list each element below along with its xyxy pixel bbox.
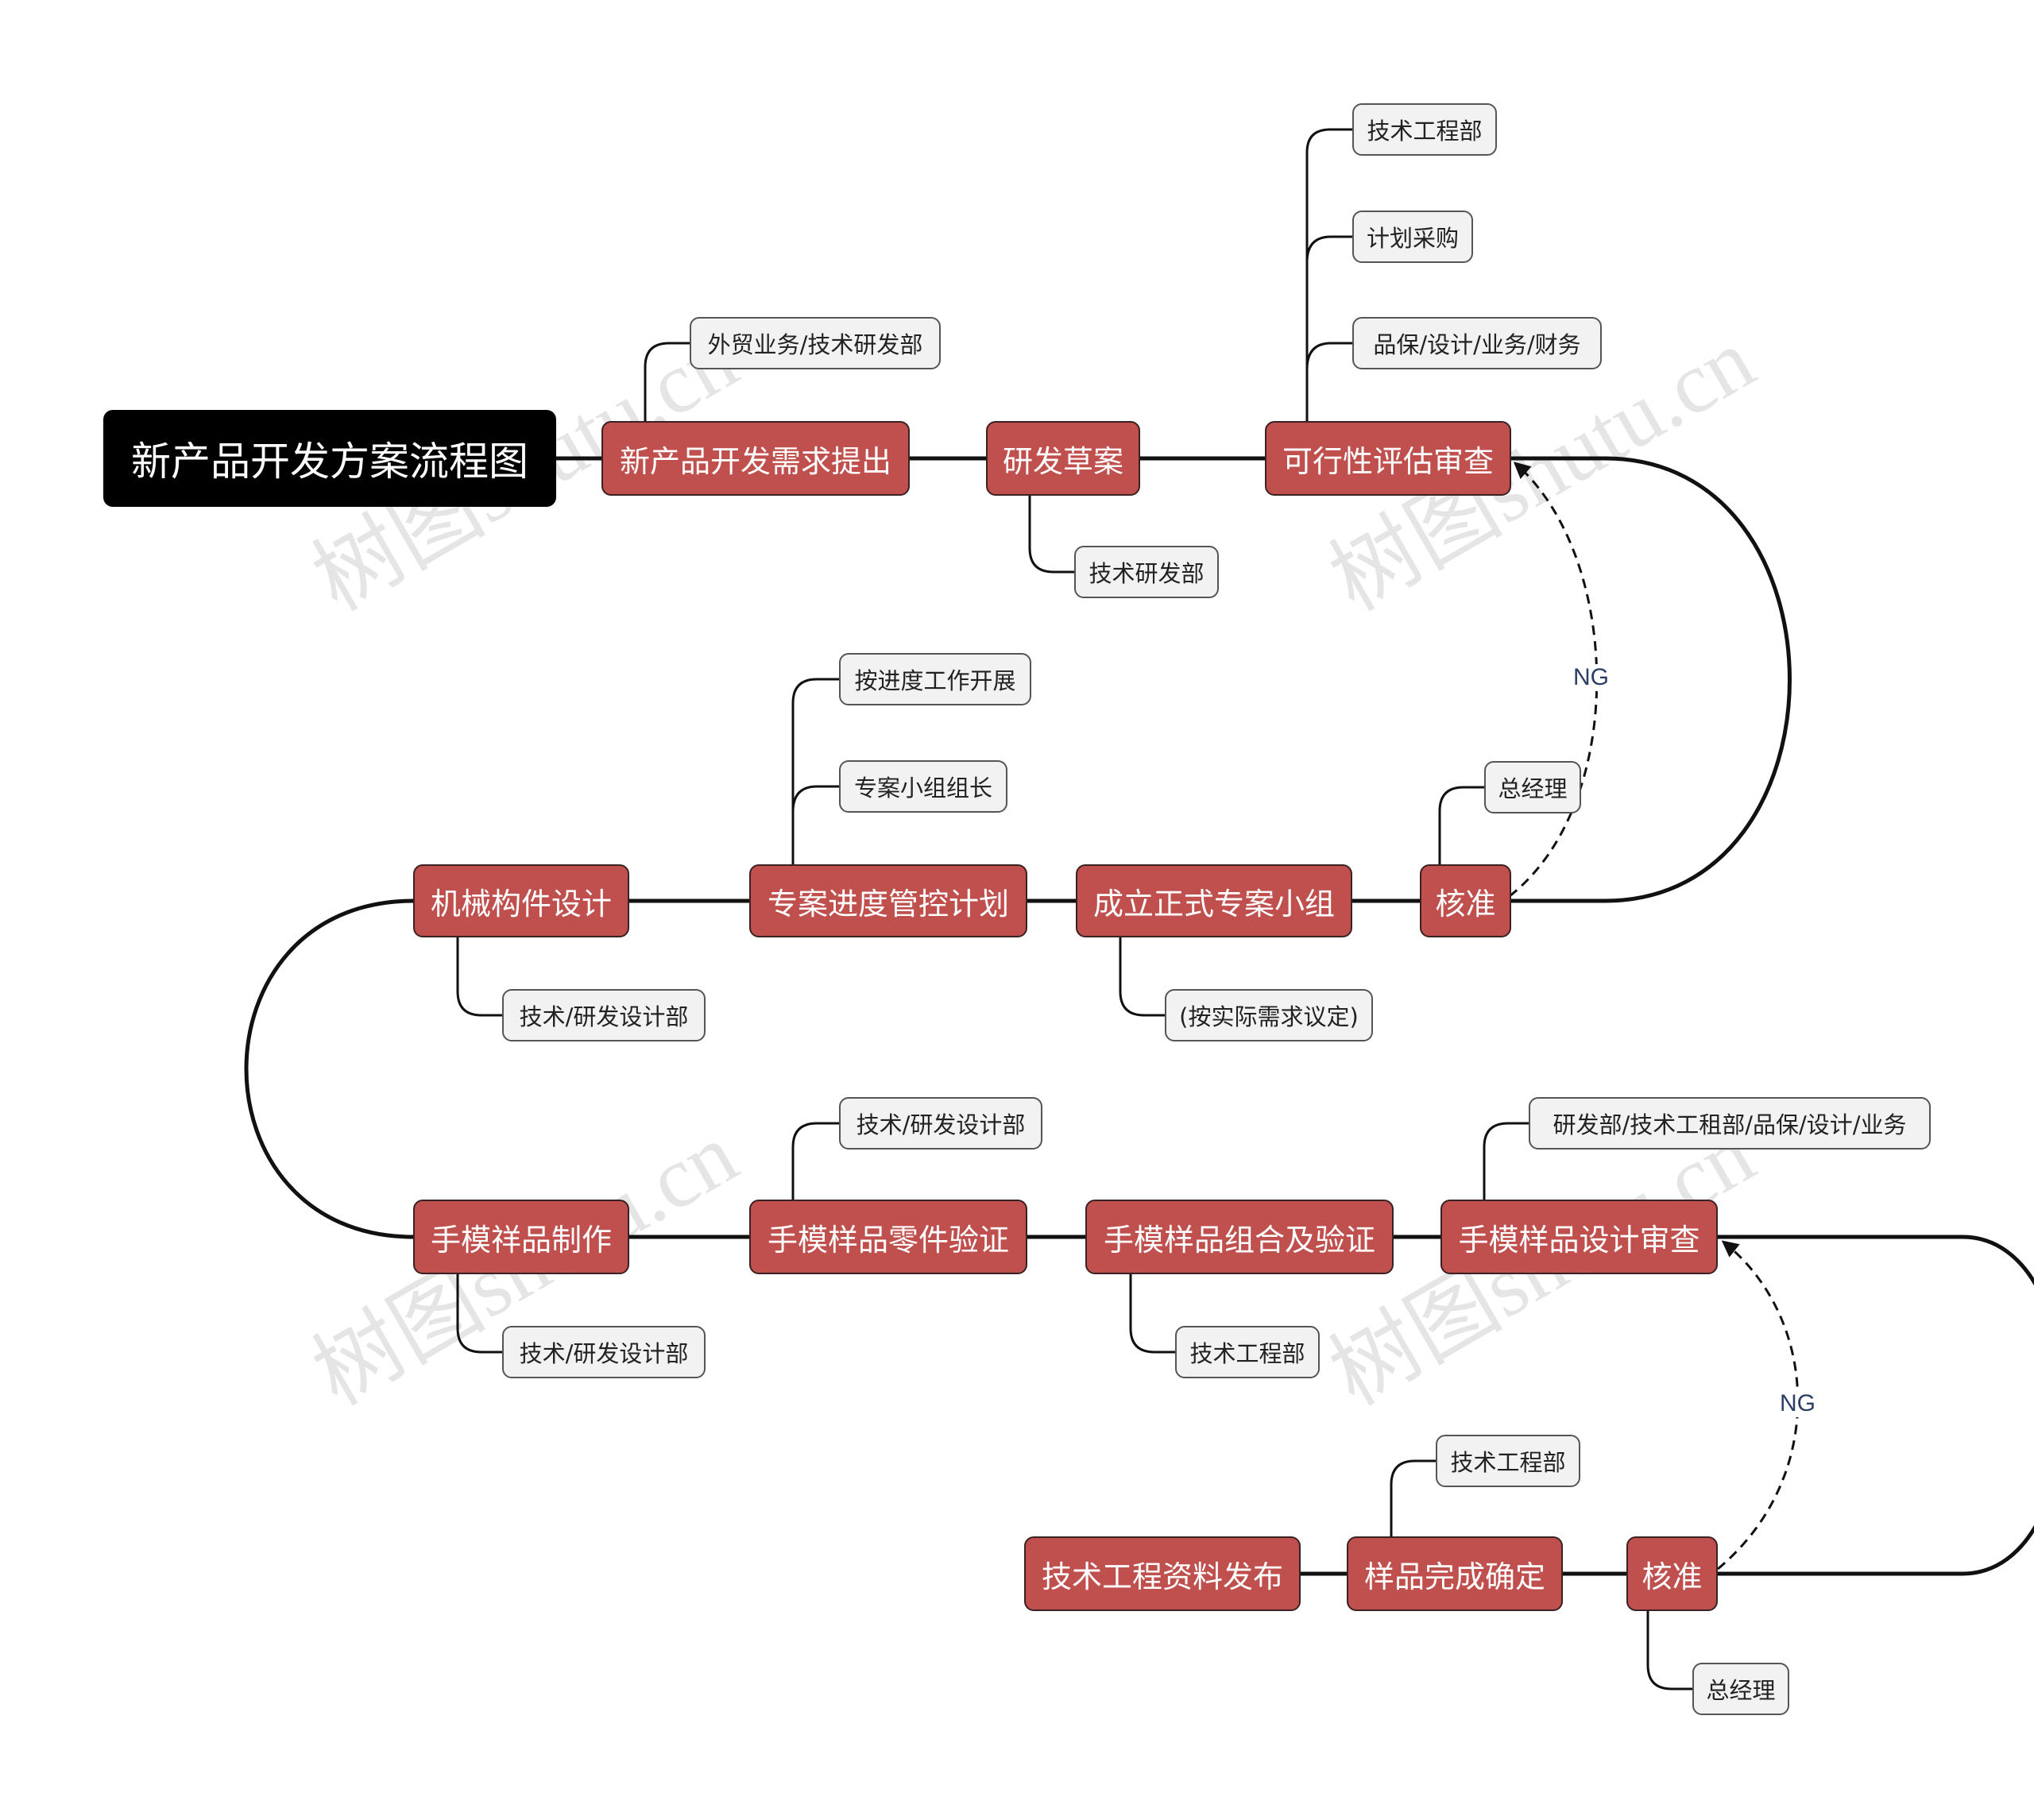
note-link-s8 [456, 1274, 502, 1354]
note-s13[interactable]: 技术工程部 [1436, 1435, 1580, 1487]
note-link-s12 [1646, 1611, 1692, 1691]
step-hand-sample-making[interactable]: 手模祥品制作 [413, 1200, 629, 1274]
note-s6-leader[interactable]: 专案小组组长 [839, 760, 1007, 813]
step-form-project-team[interactable]: 成立正式专案小组 [1076, 864, 1352, 937]
note-link-s10 [1129, 1274, 1175, 1354]
note-link-s2 [1028, 496, 1074, 574]
step-approval-2[interactable]: 核准 [1626, 1536, 1718, 1611]
note-link-s9 [791, 1122, 839, 1200]
note-s12[interactable]: 总经理 [1692, 1663, 1789, 1715]
step-sample-confirm[interactable]: 样品完成确定 [1347, 1536, 1563, 1611]
step-approval-1[interactable]: 核准 [1420, 864, 1511, 937]
note-link-s7 [456, 937, 502, 1017]
note-s10[interactable]: 技术工程部 [1175, 1326, 1320, 1378]
note-s3-tech-eng[interactable]: 技术工程部 [1352, 103, 1497, 156]
note-s11[interactable]: 研发部/技术工租部/品保/设计/业务 [1529, 1097, 1931, 1150]
note-link-s3-b [1305, 235, 1352, 263]
step-tech-doc-release[interactable]: 技术工程资料发布 [1024, 1536, 1301, 1611]
note-link-s3-c [1305, 342, 1352, 370]
ng-label: NG [1570, 664, 1612, 691]
note-s4[interactable]: 总经理 [1484, 761, 1581, 813]
step-sample-assembly-verify[interactable]: 手模样品组合及验证 [1085, 1200, 1394, 1274]
note-link-s6-b [791, 785, 839, 813]
note-link-s6-a [791, 678, 839, 864]
note-s3-purchasing[interactable]: 计划采购 [1352, 211, 1473, 263]
step-requirement-proposal[interactable]: 新产品开发需求提出 [601, 421, 910, 496]
step-sample-design-review[interactable]: 手模样品设计审查 [1440, 1200, 1718, 1274]
step-mechanical-design[interactable]: 机械构件设计 [413, 864, 629, 937]
note-link-s3-a [1305, 128, 1352, 421]
step-rd-draft[interactable]: 研发草案 [986, 421, 1140, 496]
note-link-s5 [1119, 937, 1165, 1017]
note-link-s13 [1390, 1459, 1436, 1536]
step-progress-control-plan[interactable]: 专案进度管控计划 [749, 864, 1027, 937]
step-sample-parts-verify[interactable]: 手模样品零件验证 [749, 1200, 1027, 1274]
root-title[interactable]: 新产品开发方案流程图 [103, 410, 556, 507]
note-link-s4 [1438, 786, 1484, 864]
edge-s12-s11-arc [1718, 1235, 2034, 1576]
edge-s7-s8-arc [244, 898, 414, 1239]
note-s6-progress[interactable]: 按进度工作开展 [839, 653, 1031, 705]
step-feasibility-review[interactable]: 可行性评估审查 [1265, 421, 1511, 496]
note-s3-qa-design[interactable]: 品保/设计/业务/财务 [1352, 317, 1602, 369]
note-s5[interactable]: (按实际需求议定) [1165, 989, 1373, 1041]
note-s8[interactable]: 技术/研发设计部 [502, 1326, 706, 1378]
note-s7[interactable]: 技术/研发设计部 [502, 989, 706, 1041]
note-s2[interactable]: 技术研发部 [1074, 546, 1219, 598]
edge-s4-s3-arc [1511, 456, 1792, 903]
ng-label: NG [1777, 1390, 1819, 1417]
note-link-s1 [644, 342, 690, 421]
note-s9[interactable]: 技术/研发设计部 [839, 1097, 1042, 1150]
note-s1[interactable]: 外贸业务/技术研发部 [690, 317, 941, 369]
note-link-s11 [1483, 1122, 1529, 1200]
